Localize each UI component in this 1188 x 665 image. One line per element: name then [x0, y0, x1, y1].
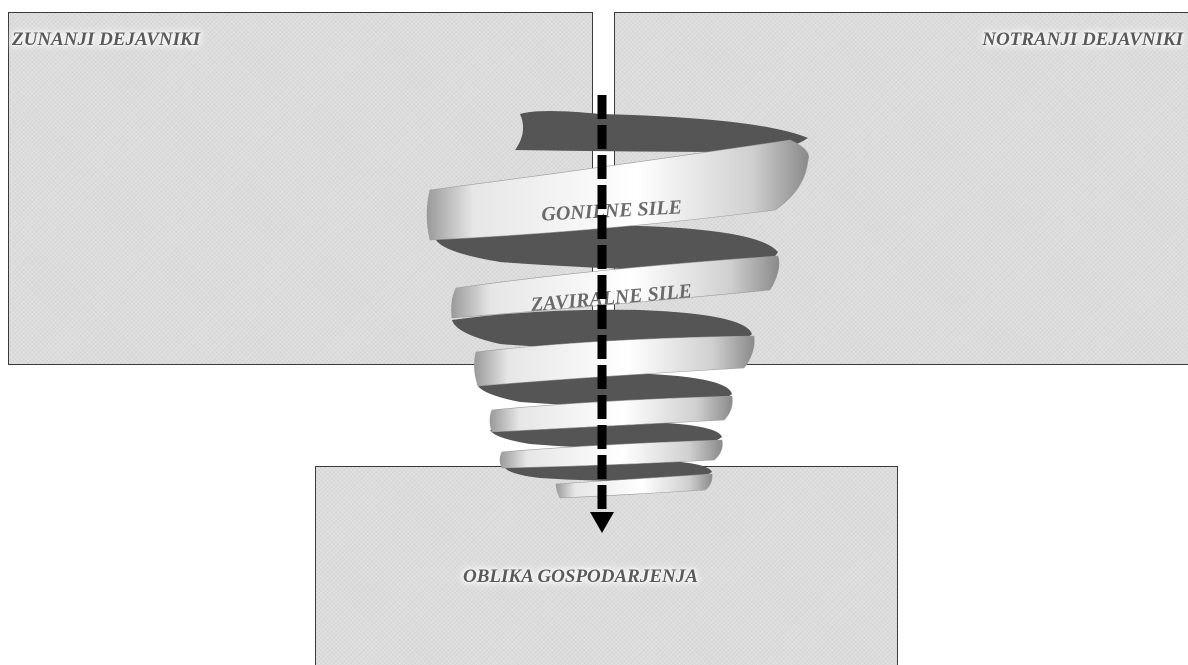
economy-form-label: OBLIKA GOSPODARJENJA [463, 566, 698, 588]
front-band-1 [427, 140, 809, 240]
arrow-head [590, 512, 614, 533]
